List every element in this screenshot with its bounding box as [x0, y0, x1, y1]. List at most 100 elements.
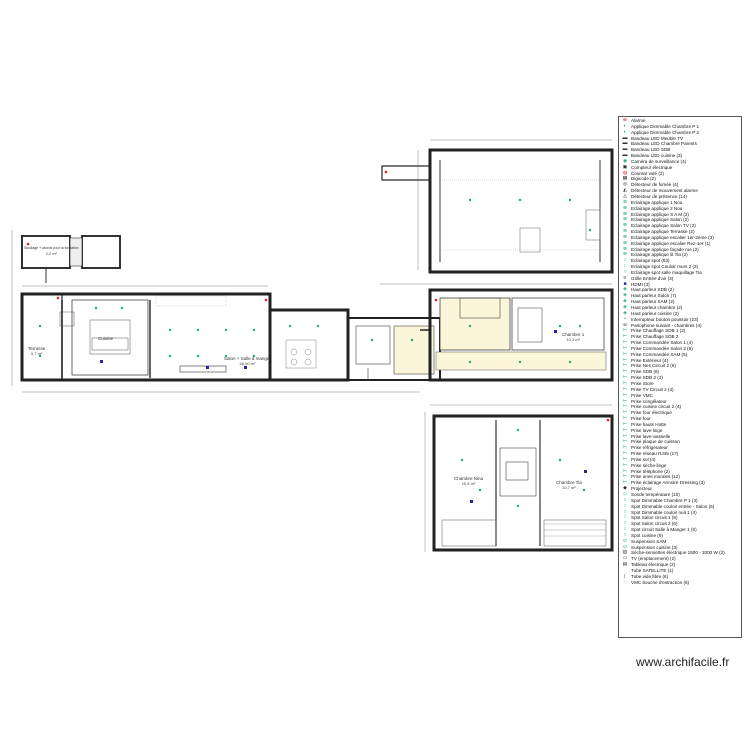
room-name: Cuisine — [98, 336, 114, 341]
legend-item-label: Haut parleur cuisine (2) — [631, 310, 679, 316]
legend-item: ◌VMC bouche d'extraction (6) — [622, 580, 741, 586]
speaker-icon: ◈ — [623, 299, 627, 305]
legend-item: ◭Détecteur de mouvement alarme — [622, 188, 741, 194]
legend-item: ○ Spot circuit Salle à Manger 1 (6) — [622, 527, 741, 533]
room-area: 2,2 m² — [45, 251, 57, 256]
legend-item-label: Tube vide fibre (6) — [631, 573, 669, 579]
legend-item: ⊢Prise réfrigérateur — [622, 445, 741, 451]
legend-item-label: Eclairage applique 1 Nou — [631, 199, 683, 205]
legend-item-label: HDMI (3) — [631, 281, 650, 287]
legend-item-label: Prise hauts Hotte — [631, 421, 667, 427]
room-name: Salon + Salle à manger — [224, 356, 271, 361]
led-strip-icon: ▬ — [622, 153, 628, 159]
legend-item-label: Haut parleur chambre (2) — [631, 305, 683, 310]
legend-item-label: Eclairage applique escalier Rez-1er (1) — [631, 240, 711, 246]
legend-item-label: Eclairage applique escalier 1er-2ème (3) — [631, 234, 714, 240]
legend-item: ◈ Haut parleur SAM (2) — [622, 299, 741, 305]
spot-icon: ○ — [623, 497, 627, 503]
lower-right-block — [432, 414, 614, 552]
legend-item-label: Prise réfrigérateur — [631, 445, 668, 451]
room-area: 48,00 m² — [239, 361, 256, 366]
socket-icon: ⊢ — [622, 334, 628, 340]
hdmi-icon: ■ — [623, 281, 627, 287]
legend-item-label: Prise lave-vaisselle — [631, 433, 671, 439]
legend-item: ⊗Eclairage applique escalier 1er-2ème (3… — [622, 235, 741, 241]
legend-item-label: Projecteur — [631, 486, 652, 492]
legend-item: ⊢Prise lave-linge — [622, 428, 741, 434]
speaker-icon: ◈ — [623, 305, 627, 310]
socket-icon: ⊢ — [622, 410, 628, 416]
legend-item: ⊢Prise Chauffage SDB 2 — [622, 334, 741, 340]
socket-icon: ⊢ — [622, 427, 628, 433]
legend-item-label: Prise Chauffage SDB 2 — [631, 334, 679, 340]
socket-icon: ⊢ — [622, 474, 628, 480]
legend-item-label: Prise Commandée Salon 2 (6) — [631, 345, 693, 351]
meter-icon: ▣ — [622, 164, 628, 170]
legend-item-label: Prise VMC — [631, 392, 653, 398]
light-icon: ⊗ — [622, 252, 628, 258]
spot-icon: ○ — [623, 527, 627, 533]
room-area: 10,5 m² — [461, 481, 476, 486]
legend-item: ▤Tableau électrique (2) — [622, 562, 741, 568]
legend-item-label: Bandeau LED Meuble TV — [631, 135, 684, 141]
legend-item: ⊢Prise Store — [622, 381, 741, 387]
tv-icon: ▭ — [622, 556, 628, 562]
room-label-chambre-tia: Chambre Tia 10,7 m² — [556, 480, 582, 490]
room-area: 10,3 m² — [566, 337, 580, 342]
legend-item: ⊕Alarme — [622, 118, 741, 124]
socket-icon: ⊢ — [622, 363, 628, 369]
legend-item-label: Eclairage spot Couloir murs 2 (3) — [631, 264, 699, 270]
electrical-symbols — [26, 170, 610, 508]
legend-item-label: Eclairage spot (63) — [631, 258, 670, 264]
spot-icon: ○ — [623, 521, 627, 527]
pendant-icon: ⊙ — [622, 538, 628, 544]
legend-item-label: Prise lave-linge — [631, 427, 663, 433]
legend-item-label: Spot circuit Salle à Manger 1 (6) — [631, 527, 697, 533]
legend-item: ○Eclairage spot (63) — [622, 258, 741, 264]
legend-item: ▬Bandeau LED cuisine (3) — [622, 153, 741, 159]
symbol-legend: ⊕Alarme◐Applique Dimmable Chambre P 1◐Ap… — [618, 116, 742, 638]
legend-item-label: Bandeau LED cuisine (3) — [631, 153, 683, 159]
legend-item-label: Prise Extérieur (4) — [631, 357, 669, 363]
room-name: Stockage + abords pour la fondation — [24, 246, 79, 250]
legend-item-label: Eclairage applique 2 Nou — [631, 205, 683, 211]
spot-icon: ○ — [623, 515, 627, 521]
legend-item: ⊢Prise congélateur — [622, 399, 741, 405]
legend-item-label: Haut parleur SAM (2) — [631, 299, 675, 305]
legend-item: ◬Détecteur de présence (14) — [622, 194, 741, 200]
legend-item-label: Détecteur de fumée (4) — [631, 182, 679, 188]
legend-item-label: Prise Store — [631, 380, 654, 386]
legend-item: ⊢Prise plaque de cuisson — [622, 439, 741, 445]
legend-item: ⊢Prise Extérieur (4) — [622, 358, 741, 364]
legend-item-label: Prise Commandée Salon 1 (4) — [631, 340, 693, 346]
ground-floor — [20, 292, 350, 382]
middle-right-block — [420, 288, 614, 382]
legend-item: ○Spot Dimmable couloir nuit 1 (4) — [622, 510, 741, 516]
legend-item: ◐Applique Dimmable Chambre P 2 — [622, 130, 741, 136]
legend-item: ⊢Prise lave-vaisselle — [622, 434, 741, 440]
legend-item-label: Parlophone suivant - chambres (4) — [631, 322, 702, 328]
legend-item: ⌒Tube SATELLITE (1) — [622, 568, 741, 574]
legend-item: ⊢Prise éclairage Armoire Dressing (3) — [622, 480, 741, 486]
upper-right-block — [381, 148, 614, 274]
legend-item-label: Haut parleur SDB (2) — [631, 287, 674, 293]
legend-item-label: Prise congélateur — [631, 398, 667, 404]
legend-item-label: Prise cuisine circuit 2 (4) — [631, 404, 682, 410]
smoke-detector-icon: ◎ — [622, 182, 628, 188]
socket-icon: ⊢ — [622, 451, 628, 457]
legend-item: │Tube vide fibre (6) — [622, 574, 741, 580]
legend-item-label: Prise éclairage Armoire Dressing (3) — [631, 480, 705, 486]
legend-item-label: Prise TV Circuit 2 (4) — [631, 386, 674, 392]
legend-item-label: Eclairage applique S A M (2) — [631, 211, 689, 217]
legend-item: ◉Caméra de surveillance (4) — [622, 159, 741, 165]
legend-item: ◈ Haut parleur chambre (2) — [622, 305, 741, 311]
legend-item-label: Prise réseau RJ45 (17) — [631, 451, 679, 457]
room-area: 5,7 m² — [30, 351, 43, 356]
legend-item: ▬Bandeau LED Meuble TV — [622, 136, 741, 142]
legend-item: ◆Projecteur — [622, 486, 741, 492]
legend-item: ⊗Eclairage applique S A M (2) — [622, 212, 741, 218]
legend-item: ⊢Prise sèche-linge — [622, 463, 741, 469]
legend-item: ⊢Prise hauts Hotte — [622, 422, 741, 428]
socket-icon: ⊢ — [622, 421, 628, 427]
legend-item-label: Spot Dimmable Chambre P 1 (3) — [631, 497, 698, 503]
